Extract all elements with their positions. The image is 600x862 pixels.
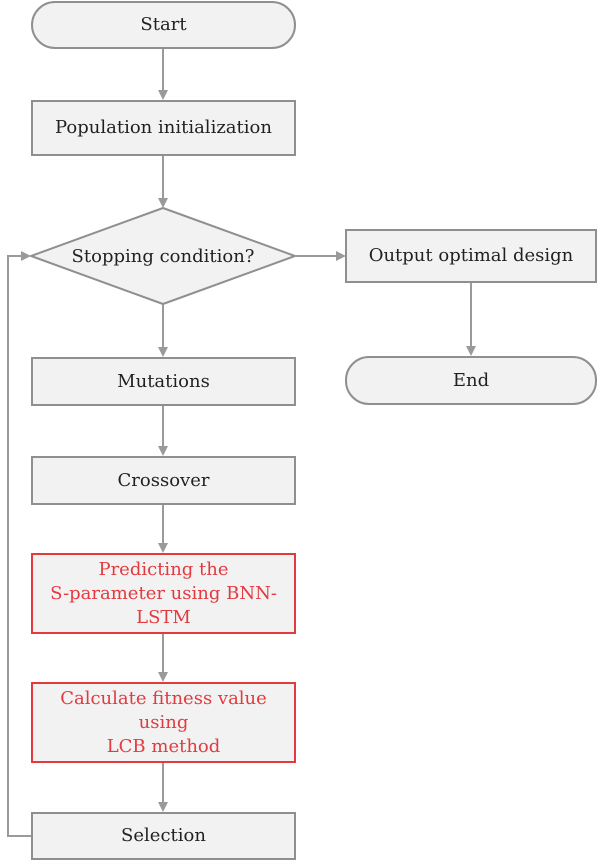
mutations-label: Mutations <box>117 370 210 392</box>
end-terminal: End <box>345 356 597 405</box>
selection-label: Selection <box>121 825 206 846</box>
decision-diamond <box>28 206 298 306</box>
fitness-label-line1: Calculate fitness value using <box>60 687 267 733</box>
crossover-box: Crossover <box>31 456 296 505</box>
fitness-value-box: Calculate fitness value using LCB method <box>31 682 296 763</box>
loop-back-arrow <box>7 251 31 837</box>
mutations-box: Mutations <box>31 357 296 406</box>
predict-label-line1: Predicting the <box>98 558 229 580</box>
crossover-label: Crossover <box>117 469 210 491</box>
population-init-label: Population initialization <box>55 117 272 138</box>
selection-box: Selection <box>31 812 296 860</box>
start-terminal: Start <box>31 1 296 49</box>
predict-label-line2: S-parameter using BNN-LSTM <box>50 582 277 628</box>
predict-sparameter-box: Predicting the S-parameter using BNN-LST… <box>31 553 296 634</box>
population-init-box: Population initialization <box>31 100 296 156</box>
stopping-condition-label: Stopping condition? <box>71 245 255 267</box>
output-optimal-label: Output optimal design <box>368 245 574 266</box>
end-label: End <box>452 369 490 391</box>
output-optimal-box: Output optimal design <box>345 229 597 283</box>
fitness-label-line2: LCB method <box>106 735 221 757</box>
start-label: Start <box>140 14 187 35</box>
stopping-condition-label-wrap: Stopping condition? <box>31 232 295 280</box>
